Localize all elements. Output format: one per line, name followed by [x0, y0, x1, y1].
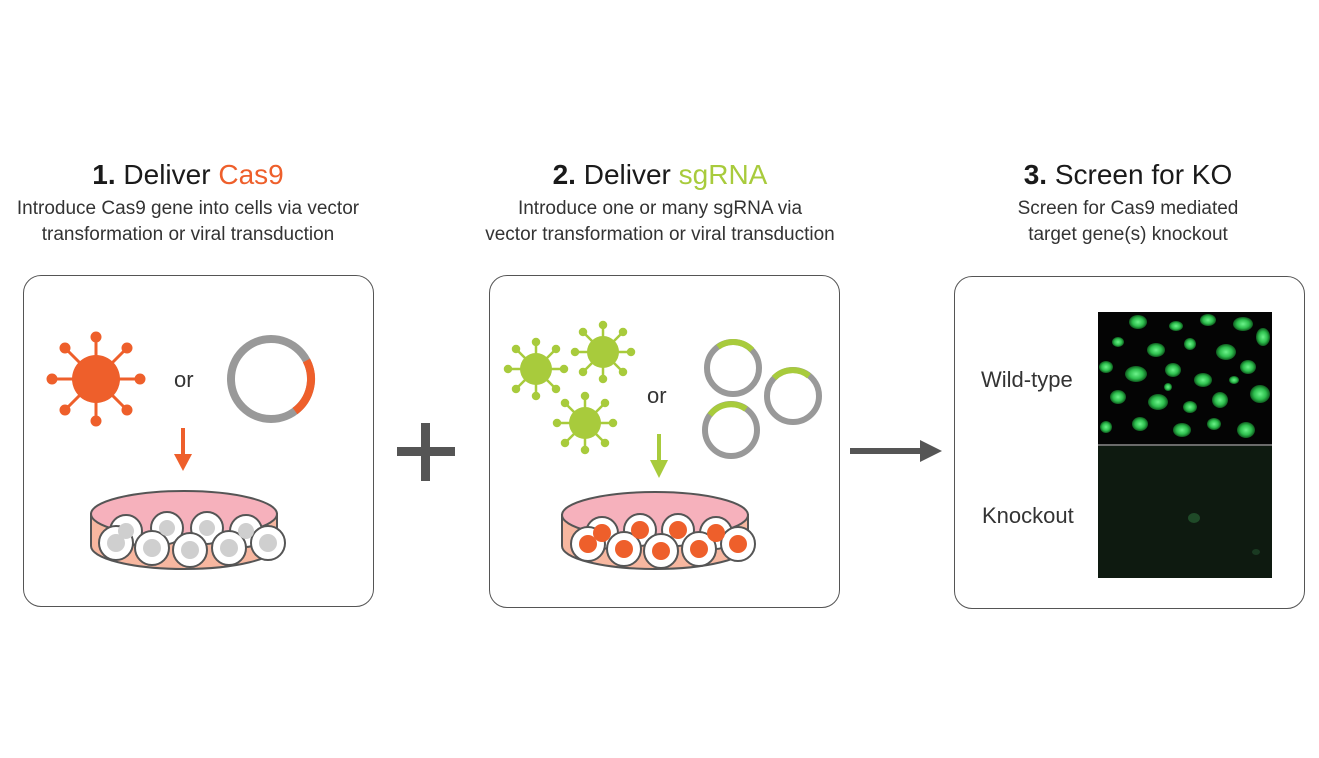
step-1-highlight: Cas9	[218, 159, 284, 190]
plasmid-icon	[702, 401, 760, 459]
step-3-header: 3. Screen for KO Screen for Cas9 mediate…	[950, 158, 1306, 248]
plus-icon	[397, 423, 455, 481]
step-3-desc-line1: Screen for Cas9 mediated	[1017, 198, 1239, 219]
down-arrow-icon	[174, 428, 192, 471]
step-3-title: 3. Screen for KO	[950, 158, 1306, 192]
step-3-description: Screen for Cas9 mediated target gene(s) …	[950, 196, 1306, 248]
knockout-image	[1098, 446, 1272, 578]
wild-type-image	[1098, 312, 1272, 444]
step-1-panel: or	[23, 275, 374, 607]
down-arrow-icon	[650, 434, 668, 478]
step-1-header: 1. Deliver Cas9 Introduce Cas9 gene into…	[10, 158, 366, 248]
virus-icon	[46, 331, 146, 427]
step-2-highlight: sgRNA	[678, 159, 768, 190]
petri-dish-icon	[561, 491, 756, 570]
step-1-desc-line2: transformation or viral transduction	[41, 224, 335, 245]
right-arrow-icon	[850, 440, 942, 462]
step-1-number: 1.	[92, 159, 116, 190]
step-1-desc-line1: Introduce Cas9 gene into cells via vecto…	[16, 198, 360, 219]
plasmid-icon	[704, 339, 762, 397]
step-2-number: 2.	[552, 159, 576, 190]
step-2-title: 2. Deliver sgRNA	[440, 158, 880, 192]
knockout-label: Knockout	[982, 503, 1074, 528]
step-2-desc-line2: vector transformation or viral transduct…	[485, 224, 835, 245]
step-2-header: 2. Deliver sgRNA Introduce one or many s…	[440, 158, 880, 248]
step-3-desc-line2: target gene(s) knockout	[1028, 224, 1228, 245]
step-2-or-label: or	[647, 383, 667, 408]
virus-icon	[503, 337, 569, 401]
step-3-panel: Wild-type Knockout	[954, 276, 1305, 609]
step-1-title: 1. Deliver Cas9	[10, 158, 366, 192]
wild-type-label: Wild-type	[981, 367, 1073, 392]
step-2-verb: Deliver	[583, 159, 671, 190]
step-2-description: Introduce one or many sgRNA via vector t…	[440, 196, 880, 248]
plasmid-icon	[764, 367, 822, 425]
petri-dish-icon	[90, 490, 286, 570]
step-1-or-label: or	[174, 367, 194, 392]
step-3-number: 3.	[1023, 159, 1048, 190]
step-1-verb: Deliver	[123, 159, 211, 190]
virus-icon	[552, 391, 618, 455]
step-1-description: Introduce Cas9 gene into cells via vecto…	[10, 196, 366, 248]
plasmid-icon	[227, 335, 316, 423]
step-2-illustration	[503, 320, 822, 570]
step-2-desc-line1: Introduce one or many sgRNA via	[517, 198, 803, 219]
fluorescence-micrographs	[1098, 312, 1272, 578]
step-2-panel: or	[489, 275, 840, 608]
step-1-illustration	[46, 331, 316, 570]
virus-icon	[570, 320, 636, 384]
step-3-verb: Screen for KO	[1054, 159, 1233, 190]
